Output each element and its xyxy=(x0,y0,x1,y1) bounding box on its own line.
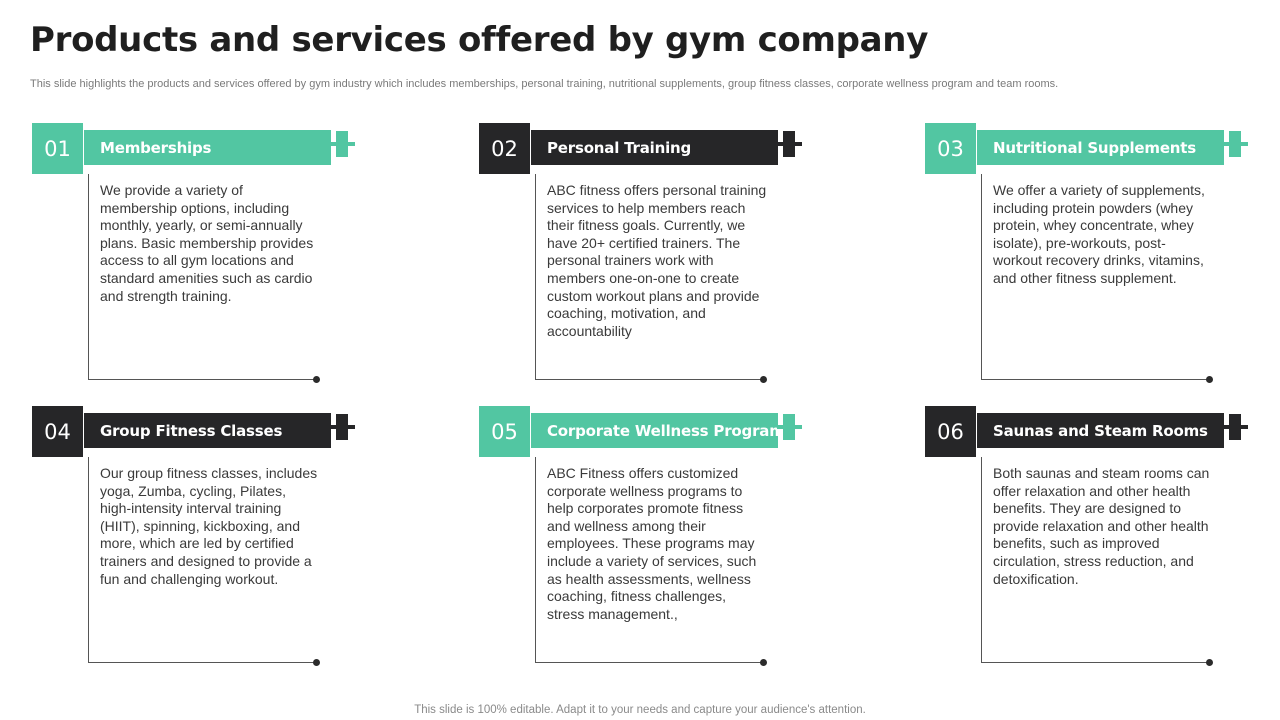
divider xyxy=(88,662,316,663)
card-number: 05 xyxy=(479,406,530,457)
card-heading: Saunas and Steam Rooms xyxy=(977,413,1224,448)
divider xyxy=(535,662,763,663)
page-title: Products and services offered by gym com… xyxy=(30,20,929,60)
card-number: 06 xyxy=(925,406,976,457)
card-number: 04 xyxy=(32,406,83,457)
divider xyxy=(535,174,536,379)
card-memberships: 01 Memberships We provide a variety of m… xyxy=(30,123,360,391)
divider xyxy=(981,174,982,379)
card-description: We offer a variety of supplements, inclu… xyxy=(993,182,1205,286)
card-heading: Group Fitness Classes xyxy=(84,413,331,448)
line-end-dot xyxy=(313,376,320,383)
dumbbell-icon xyxy=(1223,127,1249,157)
card-description: Our group fitness classes, includes yoga… xyxy=(100,465,318,587)
card-description: ABC fitness offers personal training ser… xyxy=(547,182,767,339)
divider xyxy=(535,457,536,662)
divider xyxy=(981,457,982,662)
card-heading: Corporate Wellness Programs xyxy=(531,413,794,448)
card-number: 02 xyxy=(479,123,530,174)
line-end-dot xyxy=(313,659,320,666)
card-number: 03 xyxy=(925,123,976,174)
dumbbell-icon xyxy=(777,410,803,440)
divider xyxy=(981,662,1209,663)
card-heading: Nutritional Supplements xyxy=(977,130,1224,165)
divider xyxy=(88,379,316,380)
line-end-dot xyxy=(760,659,767,666)
divider xyxy=(88,457,89,662)
page-subtitle: This slide highlights the products and s… xyxy=(30,78,1059,90)
line-end-dot xyxy=(1206,659,1213,666)
dumbbell-icon xyxy=(330,410,356,440)
divider xyxy=(88,174,89,379)
divider xyxy=(535,379,763,380)
card-personal-training: 02 Personal Training ABC fitness offers … xyxy=(477,123,807,391)
footer-note: This slide is 100% editable. Adapt it to… xyxy=(414,704,866,716)
card-group-fitness-classes: 04 Group Fitness Classes Our group fitne… xyxy=(30,406,360,674)
divider xyxy=(981,379,1209,380)
card-nutritional-supplements: 03 Nutritional Supplements We offer a va… xyxy=(923,123,1253,391)
card-corporate-wellness-programs: 05 Corporate Wellness Programs ABC Fitne… xyxy=(477,406,807,674)
line-end-dot xyxy=(760,376,767,383)
card-description: ABC Fitness offers customized corporate … xyxy=(547,465,757,622)
card-saunas-and-steam-rooms: 06 Saunas and Steam Rooms Both saunas an… xyxy=(923,406,1253,674)
card-number: 01 xyxy=(32,123,83,174)
dumbbell-icon xyxy=(777,127,803,157)
card-description: Both saunas and steam rooms can offer re… xyxy=(993,465,1210,587)
dumbbell-icon xyxy=(330,127,356,157)
card-heading: Personal Training xyxy=(531,130,778,165)
card-description: We provide a variety of membership optio… xyxy=(100,182,314,304)
line-end-dot xyxy=(1206,376,1213,383)
card-heading: Memberships xyxy=(84,130,331,165)
dumbbell-icon xyxy=(1223,410,1249,440)
